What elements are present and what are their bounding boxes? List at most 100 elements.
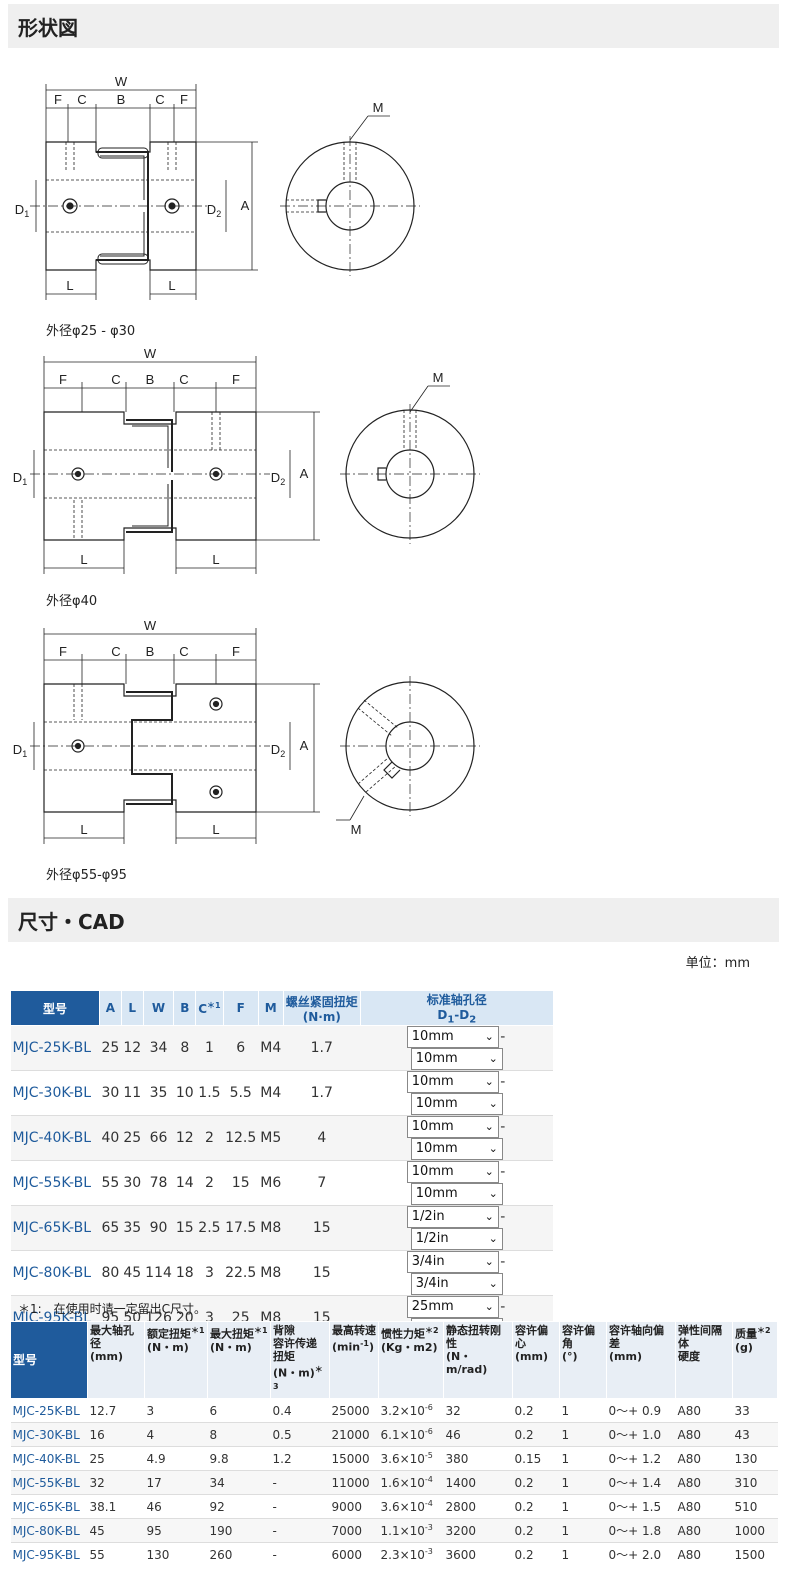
cell-torque: 15 xyxy=(283,1205,361,1251)
cell-C: 2.5 xyxy=(195,1205,224,1251)
dim-M: M xyxy=(433,370,444,385)
cell-F: 22.5 xyxy=(223,1250,259,1296)
col-axial: 容许轴向偏差(mm) xyxy=(606,1320,676,1400)
bore-d2-select[interactable]: 10mm⌄ xyxy=(410,1138,503,1161)
drawing-small: W F C B C F L L A D1 D2 M xyxy=(15,74,420,300)
dim-L: L xyxy=(66,278,73,293)
cell-B: 10 xyxy=(173,1070,196,1116)
cell-C: 2 xyxy=(195,1160,224,1206)
cell-rated: 130 xyxy=(144,1542,208,1567)
model-cell: MJC-55K-BL xyxy=(10,1470,88,1495)
drawing-large: W F C B C F L L A D1 D2 M xyxy=(13,618,480,844)
chevron-down-icon: ⌄ xyxy=(488,1277,498,1291)
cell-hard: A80 xyxy=(675,1470,733,1495)
col-F: F xyxy=(222,989,259,1027)
drawing-medium: W F C B C F L L A D1 D2 M xyxy=(13,346,480,574)
chevron-down-icon: ⌄ xyxy=(488,1097,498,1111)
cell-M: M5 xyxy=(258,1115,284,1161)
performance-table: 型号 最大轴孔径(mm) 额定扭矩＊1(N・m) 最大扭矩＊1(N・m) 背隙容… xyxy=(10,1320,778,1567)
dim-F: F xyxy=(232,372,240,387)
cell-maxbore: 55 xyxy=(87,1542,145,1567)
cell-back: 1.2 xyxy=(270,1446,330,1471)
cell-back: - xyxy=(270,1494,330,1519)
cell-F: 12.5 xyxy=(223,1115,259,1161)
cell-ecc: 0.2 xyxy=(512,1398,560,1423)
model-cell: MJC-25K-BL xyxy=(10,1398,88,1423)
bore-d2-select[interactable]: 10mm⌄ xyxy=(410,1183,503,1206)
bore-d2-select[interactable]: 10mm⌄ xyxy=(410,1093,503,1116)
cell-L: 30 xyxy=(121,1160,144,1206)
cell-maxbore: 32 xyxy=(87,1470,145,1495)
cell-mass: 33 xyxy=(732,1398,778,1423)
caption-2: 外径φ40 xyxy=(46,594,98,609)
cell-torque: 1.7 xyxy=(283,1025,361,1071)
cell-B: 15 xyxy=(173,1205,196,1251)
cell-axial: 0～+ 2.0 xyxy=(606,1542,676,1567)
footnote: ＊1: 在使用时请一定留出C尺寸。 xyxy=(18,1302,207,1316)
cell-max: 92 xyxy=(207,1494,271,1519)
chevron-down-icon: ⌄ xyxy=(488,1052,498,1066)
cell-speed: 9000 xyxy=(329,1494,379,1519)
dim-L: L xyxy=(212,552,219,567)
col-maxbore: 最大轴孔径(mm) xyxy=(87,1320,145,1400)
model-cell: MJC-65K-BL xyxy=(10,1494,88,1519)
chevron-down-icon: ⌄ xyxy=(484,1165,494,1179)
chevron-down-icon: ⌄ xyxy=(484,1210,494,1224)
bore-d2-select[interactable]: 3/4in⌄ xyxy=(410,1273,503,1296)
bore-d1-select[interactable]: 10mm⌄ xyxy=(406,1161,499,1184)
bore-separator: - xyxy=(500,1119,506,1136)
dim-F: F xyxy=(54,92,62,107)
bore-d1-select[interactable]: 1/2in⌄ xyxy=(406,1206,499,1229)
cell-F: 5.5 xyxy=(223,1070,259,1116)
cell-inertia: 3.6×10-5 xyxy=(378,1446,444,1471)
cell-bore: 10mm⌄-10mm⌄ xyxy=(360,1160,554,1206)
cell-speed: 6000 xyxy=(329,1542,379,1567)
cell-rated: 4 xyxy=(144,1422,208,1447)
cell-stiff: 32 xyxy=(443,1398,513,1423)
cell-W: 90 xyxy=(143,1205,174,1251)
cell-M: M4 xyxy=(258,1025,284,1071)
col-W: W xyxy=(142,989,175,1027)
cell-A: 55 xyxy=(99,1160,122,1206)
bore-d1-select[interactable]: 10mm⌄ xyxy=(406,1026,499,1049)
cell-ecc: 0.2 xyxy=(512,1542,560,1567)
cell-bore: 10mm⌄-10mm⌄ xyxy=(360,1025,554,1071)
cell-speed: 11000 xyxy=(329,1470,379,1495)
cell-maxbore: 16 xyxy=(87,1422,145,1447)
dim-W: W xyxy=(144,346,157,361)
section-title: 形状図 xyxy=(18,15,78,40)
cell-speed: 25000 xyxy=(329,1398,379,1423)
bore-d1-select[interactable]: 25mm⌄ xyxy=(406,1296,499,1319)
cell-ang: 1 xyxy=(559,1446,607,1471)
model-cell: MJC-95K-BL xyxy=(10,1542,88,1567)
cell-W: 78 xyxy=(143,1160,174,1206)
dim-D1: D1 xyxy=(13,470,27,487)
bore-d1-select[interactable]: 10mm⌄ xyxy=(406,1116,499,1139)
col-max-torque: 最大扭矩＊1(N・m) xyxy=(207,1320,271,1400)
bore-d2-select[interactable]: 1/2in⌄ xyxy=(410,1228,503,1251)
dim-F: F xyxy=(59,644,67,659)
cell-inertia: 3.6×10-4 xyxy=(378,1494,444,1519)
bore-d2-select[interactable]: 10mm⌄ xyxy=(410,1048,503,1071)
bore-separator: - xyxy=(500,1029,506,1046)
col-backlash: 背隙容许传递扭矩(N・m)＊3 xyxy=(270,1320,330,1400)
cell-bore: 1/2in⌄-1/2in⌄ xyxy=(360,1205,554,1251)
cell-stiff: 46 xyxy=(443,1422,513,1447)
cell-max: 6 xyxy=(207,1398,271,1423)
cell-B: 8 xyxy=(173,1025,196,1071)
cell-back: - xyxy=(270,1470,330,1495)
cell-A: 25 xyxy=(99,1025,122,1071)
cell-inertia: 1.6×10-4 xyxy=(378,1470,444,1495)
bore-d1-select[interactable]: 10mm⌄ xyxy=(406,1071,499,1094)
bore-d1-select[interactable]: 3/4in⌄ xyxy=(406,1251,499,1274)
model-cell: MJC-25K-BL xyxy=(10,1025,100,1071)
cell-B: 18 xyxy=(173,1250,196,1296)
dim-D1: D1 xyxy=(13,742,27,759)
cell-speed: 21000 xyxy=(329,1422,379,1447)
cell-hard: A80 xyxy=(675,1446,733,1471)
cell-mass: 310 xyxy=(732,1470,778,1495)
